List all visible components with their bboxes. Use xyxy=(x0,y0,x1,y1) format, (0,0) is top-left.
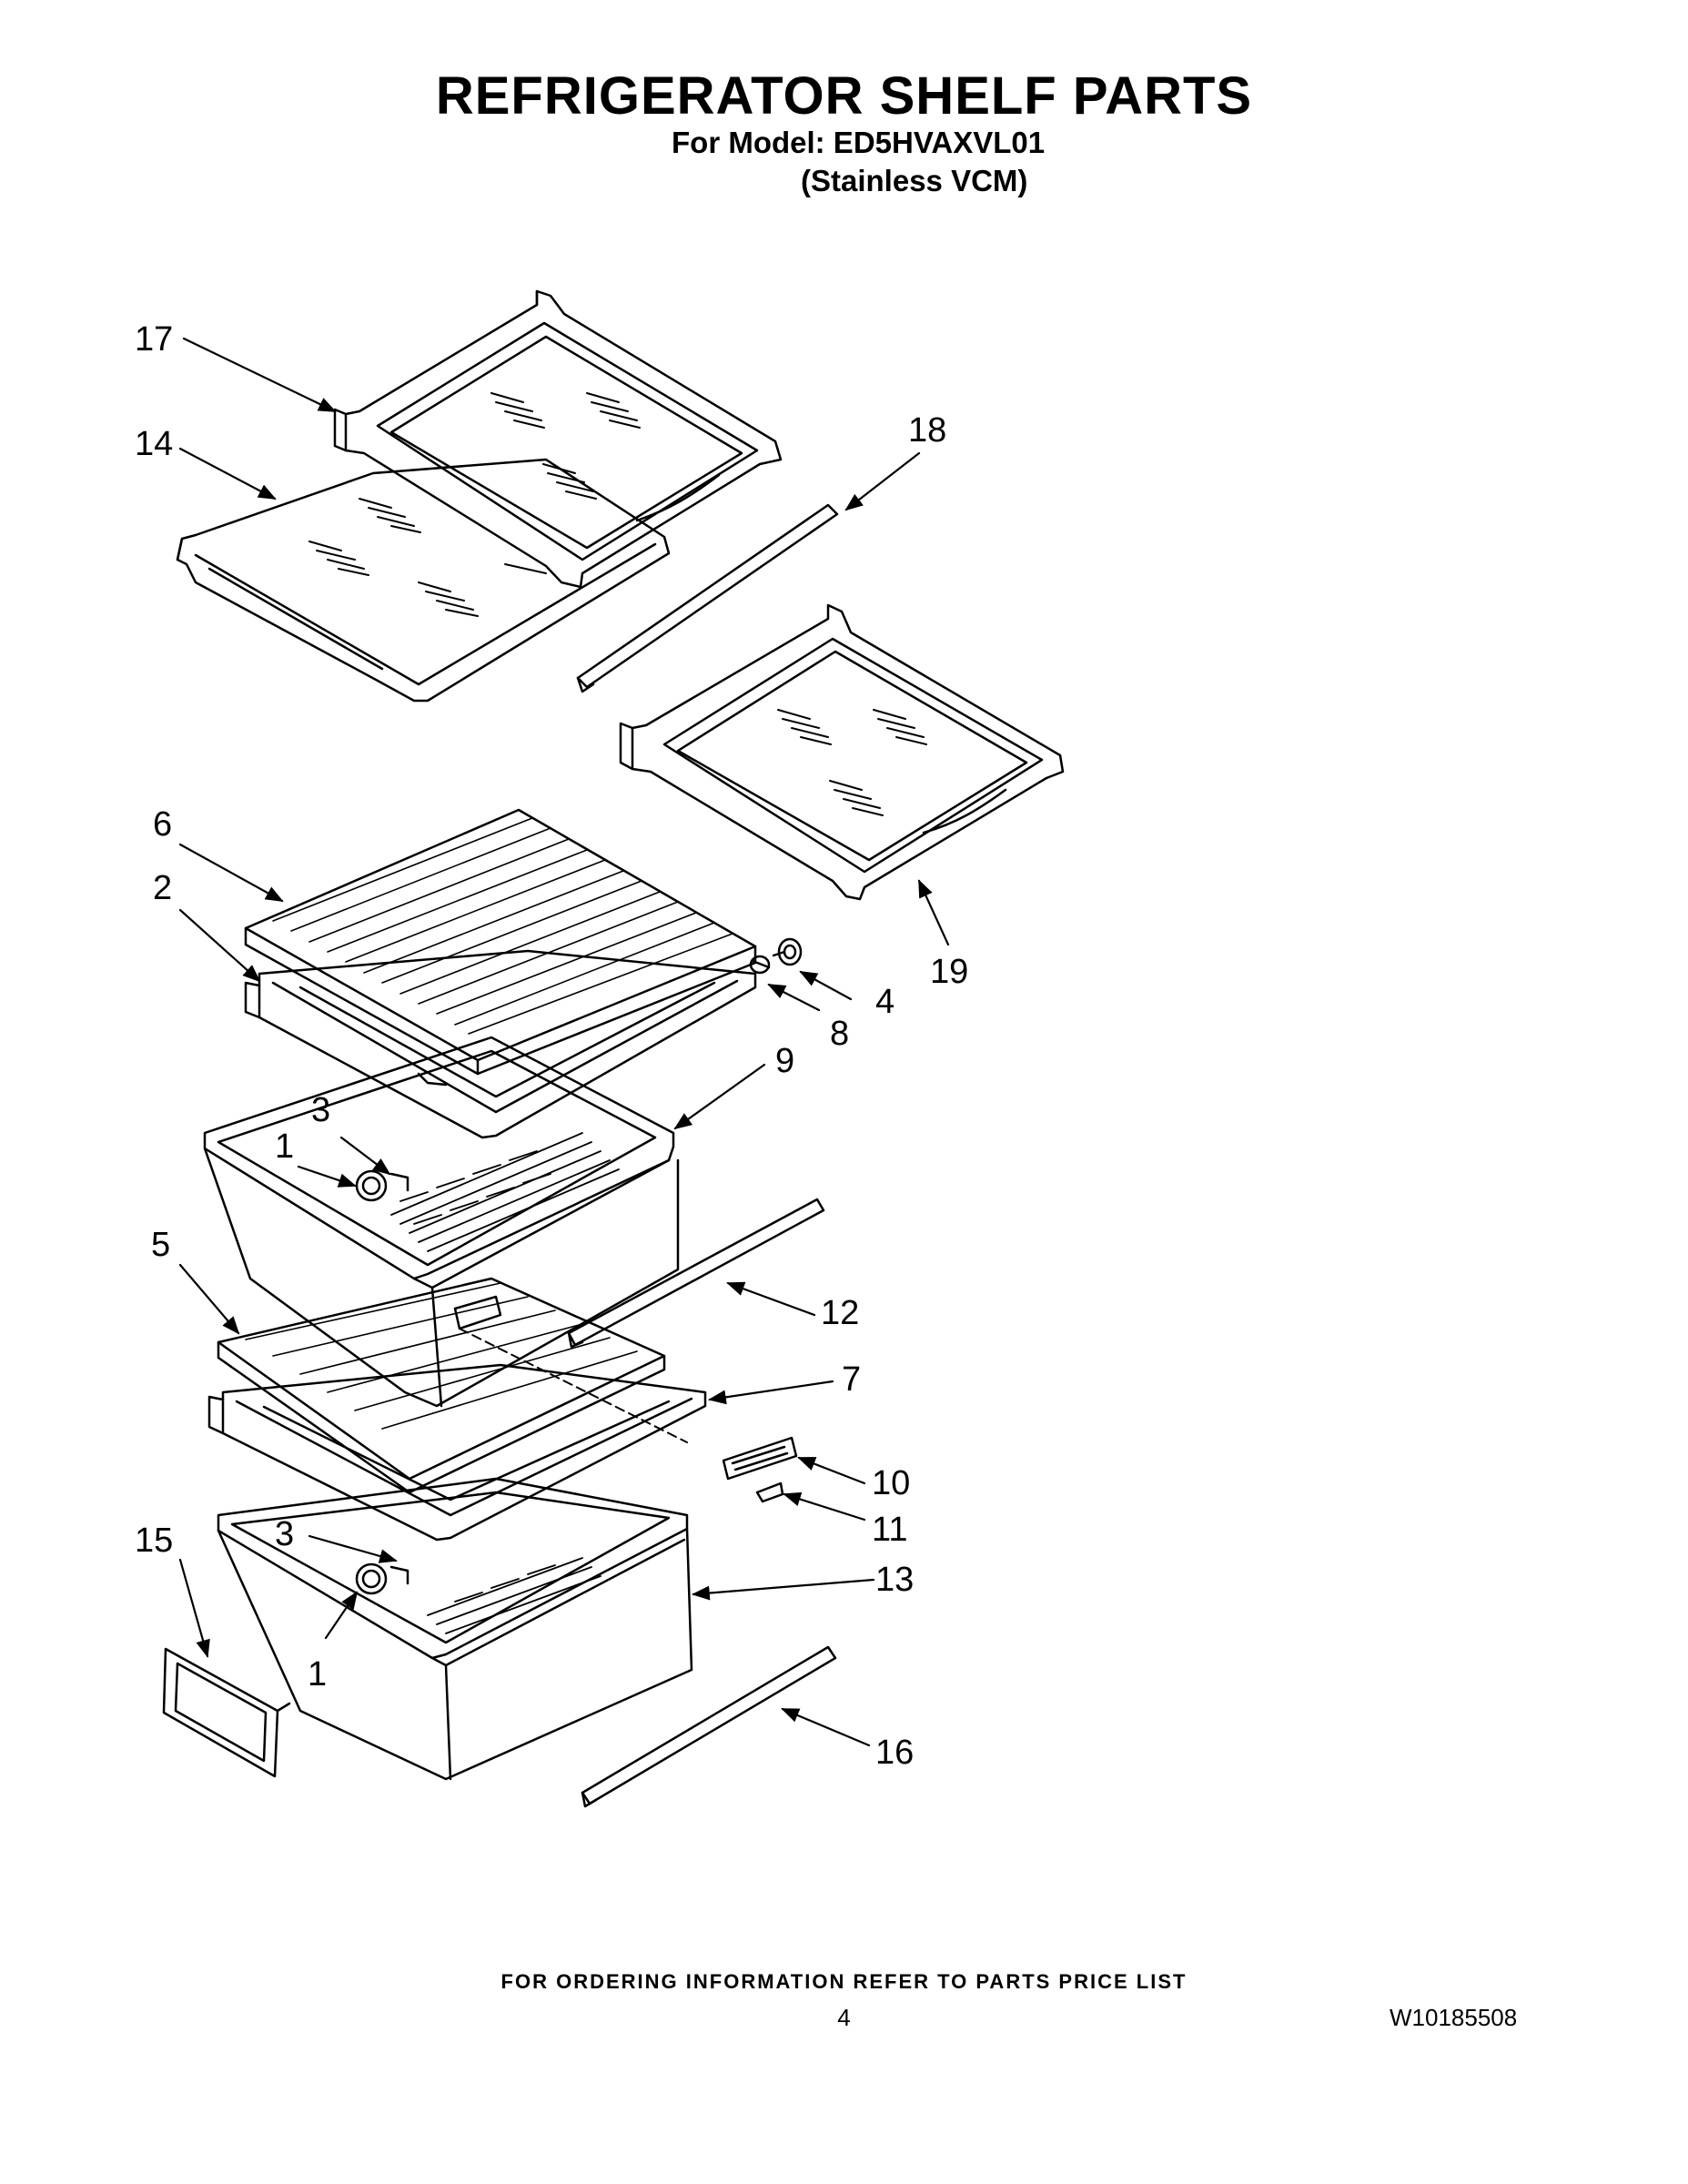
document-number: W10185508 xyxy=(1390,2004,1518,2031)
crisper-drawer-upper xyxy=(203,1036,680,1408)
callout-13: 13 xyxy=(875,1561,914,1599)
callout-11: 11 xyxy=(872,1511,907,1549)
trim-strip-upper xyxy=(576,503,839,693)
callout-8: 8 xyxy=(830,1015,849,1053)
callout-1-upper: 1 xyxy=(275,1127,294,1166)
callout-19: 19 xyxy=(930,953,968,991)
crisper-cover-frame-lower xyxy=(207,1363,707,1542)
callout-10: 10 xyxy=(872,1464,910,1502)
finish-line: (Stainless VCM) xyxy=(801,164,1028,197)
humidity-slide xyxy=(722,1436,798,1503)
callout-9: 9 xyxy=(775,1042,794,1080)
trim-strip-middle xyxy=(567,1198,825,1349)
model-line: For Model: ED5HVAXVL01 xyxy=(672,126,1046,159)
shelf-upper-rear xyxy=(333,289,783,589)
dashed-guide xyxy=(459,1328,688,1443)
callout-15: 15 xyxy=(135,1522,173,1560)
trim-strip-lower xyxy=(581,1645,837,1808)
page-number: 4 xyxy=(837,2004,851,2031)
roller-assembly-right xyxy=(749,937,803,975)
crisper-cover-upper xyxy=(244,808,757,1076)
callout-7: 7 xyxy=(842,1360,861,1399)
shelf-upper-front xyxy=(176,458,671,703)
crisper-label xyxy=(162,1647,291,1778)
callout-3-upper: 3 xyxy=(311,1091,330,1129)
callout-12: 12 xyxy=(821,1294,859,1332)
shelf-middle xyxy=(619,603,1065,901)
leader-lines xyxy=(178,337,950,1747)
callout-5: 5 xyxy=(151,1226,170,1264)
ordering-note: FOR ORDERING INFORMATION REFER TO PARTS … xyxy=(500,1970,1188,1993)
callout-18: 18 xyxy=(908,411,946,450)
callout-14: 14 xyxy=(135,425,173,463)
callout-17: 17 xyxy=(135,320,173,359)
crisper-cover-frame-upper xyxy=(244,949,757,1139)
callout-16: 16 xyxy=(875,1734,914,1772)
callout-4: 4 xyxy=(875,983,895,1021)
callout-3-lower: 3 xyxy=(275,1515,294,1553)
crisper-drawer-lower xyxy=(217,1477,693,1781)
callout-2: 2 xyxy=(153,869,172,907)
callout-1-lower: 1 xyxy=(308,1655,327,1694)
page-title: REFRIGERATOR SHELF PARTS xyxy=(435,66,1253,126)
callout-6: 6 xyxy=(153,805,172,844)
